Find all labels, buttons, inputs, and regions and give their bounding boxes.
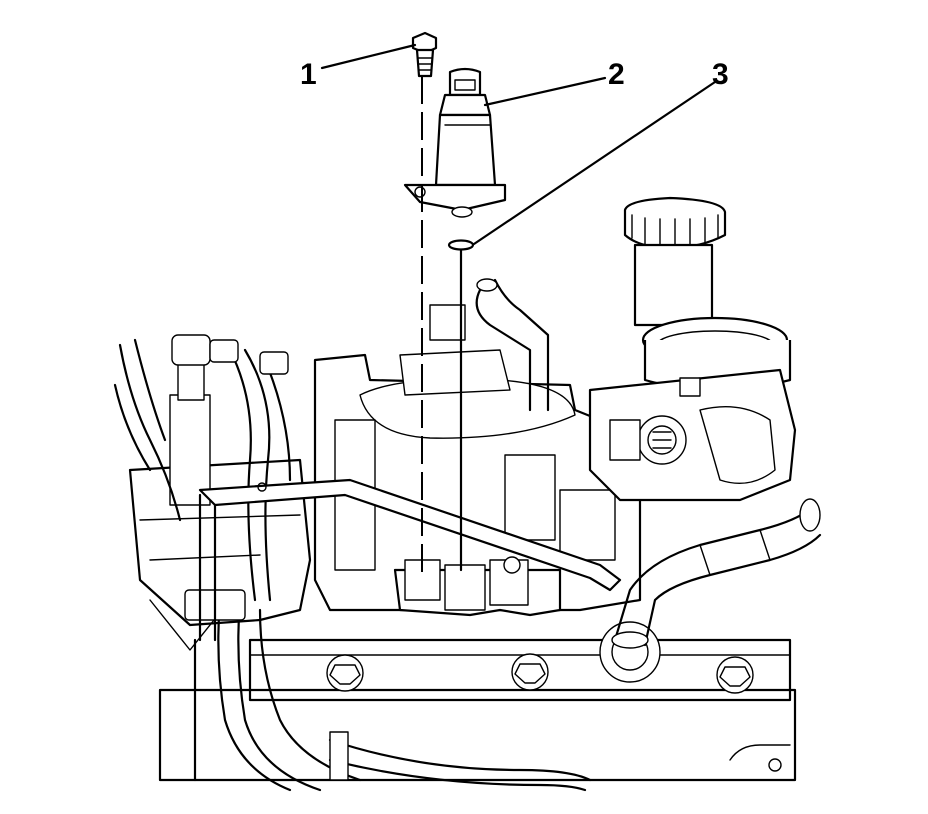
leader-line-2 xyxy=(483,76,607,107)
engine-block xyxy=(158,638,797,782)
callout-2: 2 xyxy=(608,58,625,91)
callout-1: 1 xyxy=(300,58,317,91)
coolant-hose xyxy=(611,498,822,649)
rail-bolt xyxy=(599,621,661,683)
throttle-body xyxy=(588,316,797,502)
part-2-sensor xyxy=(403,67,507,218)
reservoir-cap xyxy=(623,196,727,327)
brace-rod xyxy=(198,478,622,642)
leader-line-3 xyxy=(472,80,717,246)
part-1-bolt xyxy=(411,31,438,78)
part-3-o-ring xyxy=(447,239,475,251)
rail-bolt xyxy=(511,653,549,691)
hose-fitting xyxy=(475,278,550,412)
sensor-mount-bracket xyxy=(393,556,562,617)
callout-3: 3 xyxy=(712,58,729,91)
rail-bolt xyxy=(326,654,364,692)
intake-manifold xyxy=(313,304,642,612)
leader-line-1 xyxy=(320,43,417,70)
rail-bolt xyxy=(716,656,754,694)
